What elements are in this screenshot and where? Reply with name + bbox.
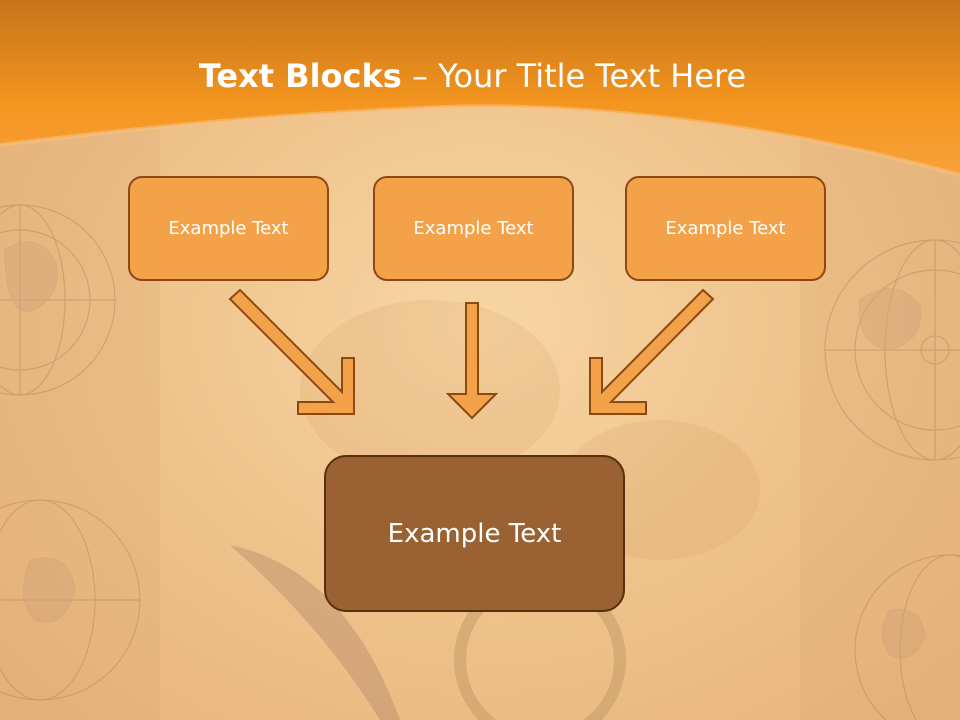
text-block-1[interactable]: Example Text bbox=[128, 176, 329, 281]
quill-pen-icon bbox=[230, 545, 400, 720]
header-band bbox=[0, 0, 960, 177]
title-bold-text: Text Blocks bbox=[198, 57, 402, 95]
text-block-3[interactable]: Example Text bbox=[625, 176, 826, 281]
arrow-center-icon bbox=[445, 302, 499, 420]
world-map-right-icon bbox=[800, 130, 960, 720]
title-rest-text: – Your Title Text Here bbox=[401, 57, 747, 95]
arrow-left-icon bbox=[228, 288, 355, 415]
world-map-left-icon bbox=[0, 130, 160, 720]
text-block-2[interactable]: Example Text bbox=[373, 176, 574, 281]
arrow-right-icon bbox=[589, 288, 715, 415]
slide-title: Text Blocks – Your Title Text Here bbox=[0, 52, 945, 100]
text-block-result[interactable]: Example Text bbox=[324, 455, 625, 612]
